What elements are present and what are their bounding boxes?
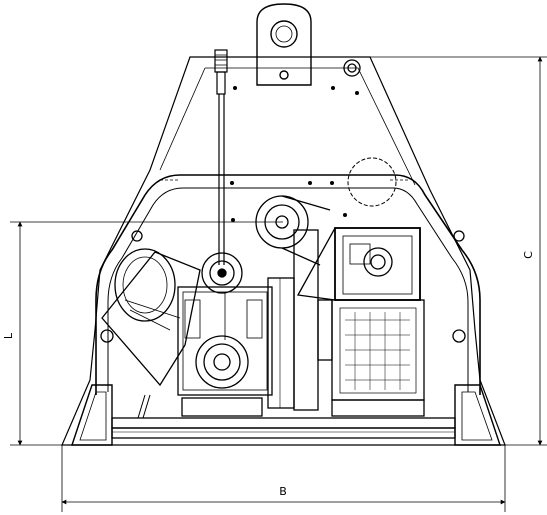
housing-frame <box>61 56 506 446</box>
corner-feet <box>71 384 501 446</box>
fuel-tank <box>347 157 397 207</box>
dimension-label-b: B <box>279 485 287 498</box>
sprocket <box>201 252 243 294</box>
roll-bar <box>95 174 481 395</box>
engine <box>296 227 425 417</box>
bolt-holes <box>230 86 359 222</box>
belt-pulley <box>255 195 331 266</box>
large-holes <box>100 59 466 343</box>
dimension-label-c: C <box>522 251 535 259</box>
winch-drum <box>101 248 201 387</box>
base-skid <box>111 394 456 439</box>
tension-rod <box>214 49 228 265</box>
gearbox <box>177 286 273 417</box>
lifting-eye <box>256 3 312 86</box>
dimension-label-l: L <box>2 332 15 339</box>
dimension-lines <box>10 56 547 512</box>
coupling <box>267 229 333 411</box>
